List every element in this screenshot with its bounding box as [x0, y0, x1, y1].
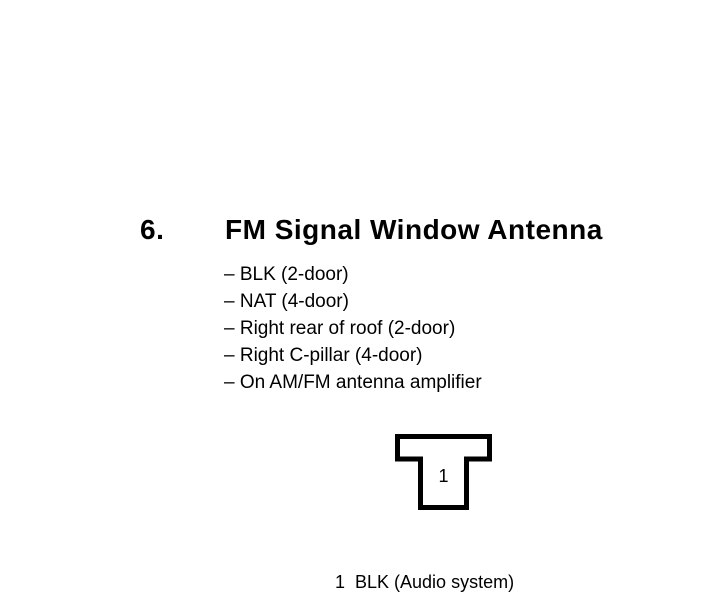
section-heading: 6. FM Signal Window Antenna	[140, 214, 603, 246]
pin-number: 1	[438, 466, 448, 486]
page-title: FM Signal Window Antenna	[225, 214, 603, 245]
pin-legend: 1 BLK (Audio system)	[335, 572, 515, 592]
detail-line: – Right rear of roof (2-door)	[224, 318, 456, 339]
item-number: 6.	[140, 214, 165, 245]
detail-line: – On AM/FM antenna amplifier	[224, 372, 482, 393]
detail-list: – BLK (2-door) – NAT (4-door) – Right re…	[224, 261, 482, 396]
detail-line: – Right C-pillar (4-door)	[224, 345, 423, 366]
connector-outline-icon: 1	[395, 434, 492, 510]
detail-line: – BLK (2-door)	[224, 264, 349, 285]
connector-shape	[395, 434, 492, 510]
detail-line: – NAT (4-door)	[224, 291, 349, 312]
connector-diagram: 1	[395, 434, 492, 510]
